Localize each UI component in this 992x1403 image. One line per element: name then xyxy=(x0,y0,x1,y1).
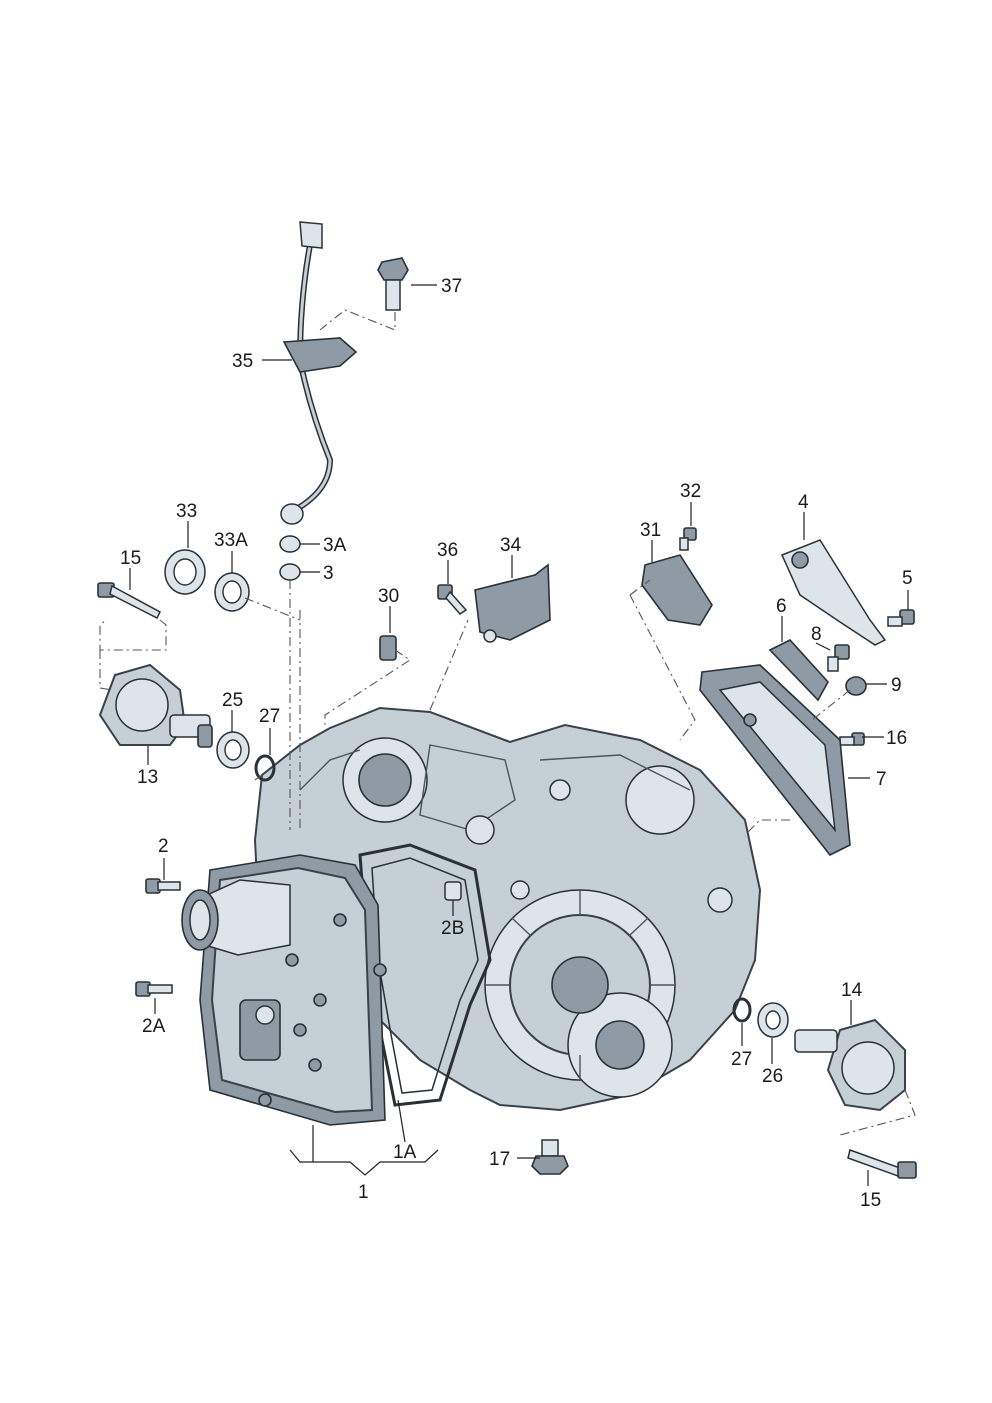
bolt-15-left xyxy=(97,582,161,620)
label-8: 8 xyxy=(811,624,822,645)
label-27-left: 27 xyxy=(259,706,280,727)
bolt-15-right xyxy=(847,1149,917,1179)
label-26: 26 xyxy=(762,1066,783,1087)
bolt-36 xyxy=(437,584,468,615)
sensor-cable-35 xyxy=(280,221,358,525)
sensor-30 xyxy=(379,635,397,661)
seal-33 xyxy=(164,549,206,595)
assembly-lines xyxy=(99,309,916,1136)
part-labels: 37 35 33 33A 15 3A 3 36 34 30 32 31 4 5 … xyxy=(120,276,913,1211)
seal-25 xyxy=(216,731,250,769)
label-1: 1 xyxy=(358,1182,369,1203)
bolt-37 xyxy=(377,257,409,311)
seal-26 xyxy=(757,1002,789,1038)
label-34: 34 xyxy=(500,535,522,556)
label-1a: 1A xyxy=(393,1142,417,1163)
label-3a: 3A xyxy=(323,535,347,556)
pin-2b xyxy=(444,881,462,901)
flange-shaft-14 xyxy=(794,1018,906,1112)
bracket-34 xyxy=(474,563,551,643)
label-2a: 2A xyxy=(142,1016,166,1037)
label-5: 5 xyxy=(902,568,913,589)
bolt-2a xyxy=(135,981,173,997)
circlip-27-left xyxy=(254,754,276,782)
label-6: 6 xyxy=(776,596,787,617)
cover-7 xyxy=(699,664,851,857)
label-4: 4 xyxy=(798,492,809,513)
bolt-16 xyxy=(839,732,865,746)
label-31: 31 xyxy=(640,520,661,541)
label-15-left: 15 xyxy=(120,548,141,569)
bracket-4 xyxy=(780,539,887,646)
bracket-6 xyxy=(768,639,829,702)
label-30: 30 xyxy=(378,586,399,607)
bolt-8 xyxy=(827,644,850,672)
label-7: 7 xyxy=(876,769,887,790)
label-15-right: 15 xyxy=(860,1190,881,1211)
flange-shaft-13 xyxy=(98,663,213,748)
label-33a: 33A xyxy=(214,530,248,551)
leader-lines xyxy=(129,284,909,1186)
circlip-27-right xyxy=(732,997,752,1023)
nut-9 xyxy=(845,676,867,696)
label-13: 13 xyxy=(137,767,158,788)
label-16: 16 xyxy=(886,728,907,749)
seal-33a xyxy=(214,572,250,612)
bolt-32 xyxy=(679,527,697,551)
label-33: 33 xyxy=(176,501,197,522)
plug-3 xyxy=(279,563,301,581)
bolt-2 xyxy=(145,878,181,894)
bracket-31 xyxy=(641,554,713,626)
drain-plug-17 xyxy=(531,1139,569,1175)
label-37: 37 xyxy=(441,276,462,297)
label-2b: 2B xyxy=(441,918,464,939)
label-36: 36 xyxy=(437,540,458,561)
label-3: 3 xyxy=(323,563,334,584)
label-25: 25 xyxy=(222,690,243,711)
label-2: 2 xyxy=(158,836,169,857)
plug-3a xyxy=(279,535,301,553)
label-32: 32 xyxy=(680,481,701,502)
label-35: 35 xyxy=(232,351,253,372)
label-9: 9 xyxy=(891,675,902,696)
label-17: 17 xyxy=(489,1149,510,1170)
label-14: 14 xyxy=(841,980,863,1001)
label-27-right: 27 xyxy=(731,1049,752,1070)
bolt-5 xyxy=(887,609,915,627)
mechatronic-unit xyxy=(181,854,387,1126)
